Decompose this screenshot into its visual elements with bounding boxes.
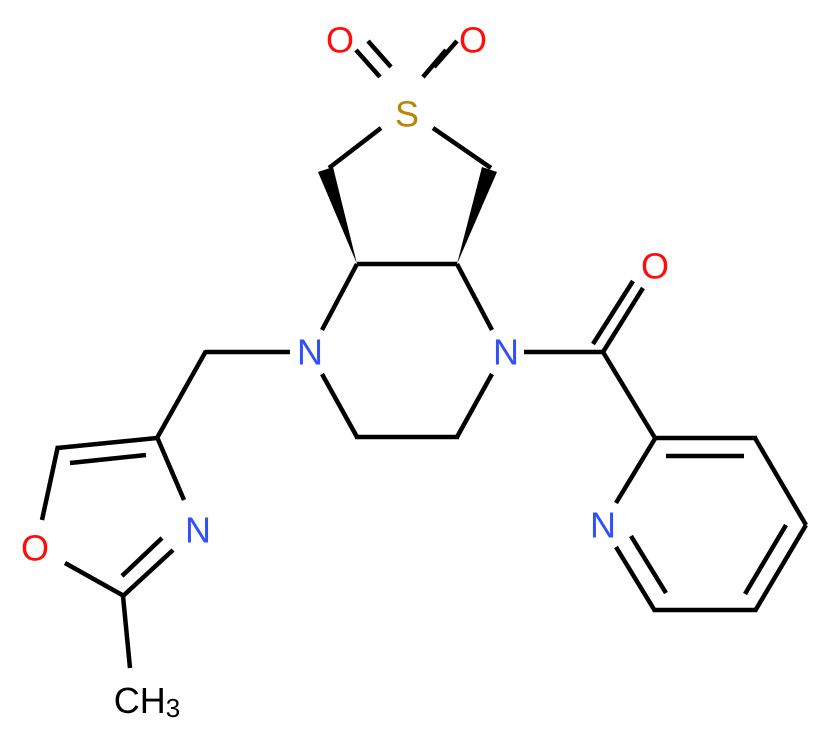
- bond-double-inner: [743, 523, 788, 596]
- bond-s-o2-b: [432, 39, 459, 69]
- bond: [56, 435, 158, 451]
- atom-s: S: [395, 94, 419, 135]
- bond-s-o1-a: [354, 48, 382, 79]
- atom-o: O: [459, 20, 487, 61]
- bond: [320, 372, 359, 439]
- atom-o: O: [326, 20, 354, 61]
- bonds: [39, 39, 808, 669]
- bond: [753, 436, 808, 527]
- wedge-bond-left: [318, 167, 357, 264]
- atom-labels: O O S N N O N N O CH3: [21, 20, 669, 724]
- atom-n: N: [297, 332, 323, 373]
- bond-co-a: [601, 286, 645, 354]
- atom-n: N: [493, 332, 519, 373]
- bond: [120, 595, 133, 669]
- bond: [455, 372, 494, 439]
- bond: [601, 350, 657, 440]
- bond-s-ch2-right: [431, 126, 493, 170]
- atom-o: O: [21, 528, 49, 569]
- bond: [39, 445, 61, 521]
- bond: [614, 435, 658, 505]
- bond-double-inner: [120, 536, 164, 578]
- atom-n: N: [185, 510, 211, 551]
- bond-double-inner: [629, 534, 668, 595]
- bond-s-o1-b: [366, 39, 393, 69]
- atom-methyl: CH3: [114, 680, 180, 724]
- atom-n: N: [590, 505, 616, 546]
- bond-co-b: [591, 279, 635, 346]
- bond: [320, 262, 359, 332]
- bond-double-inner: [69, 452, 147, 466]
- methyl-subscript: 3: [166, 693, 180, 723]
- methyl-ch: CH: [114, 680, 166, 721]
- atom-o: O: [641, 246, 669, 287]
- bond: [614, 545, 657, 613]
- bond: [121, 548, 175, 598]
- bond: [154, 436, 187, 501]
- bond: [155, 349, 208, 440]
- bond: [63, 561, 126, 598]
- bond: [455, 262, 494, 332]
- wedge-bond-right: [457, 167, 497, 264]
- bond-s-ch2-left: [327, 126, 383, 170]
- bond: [753, 523, 808, 613]
